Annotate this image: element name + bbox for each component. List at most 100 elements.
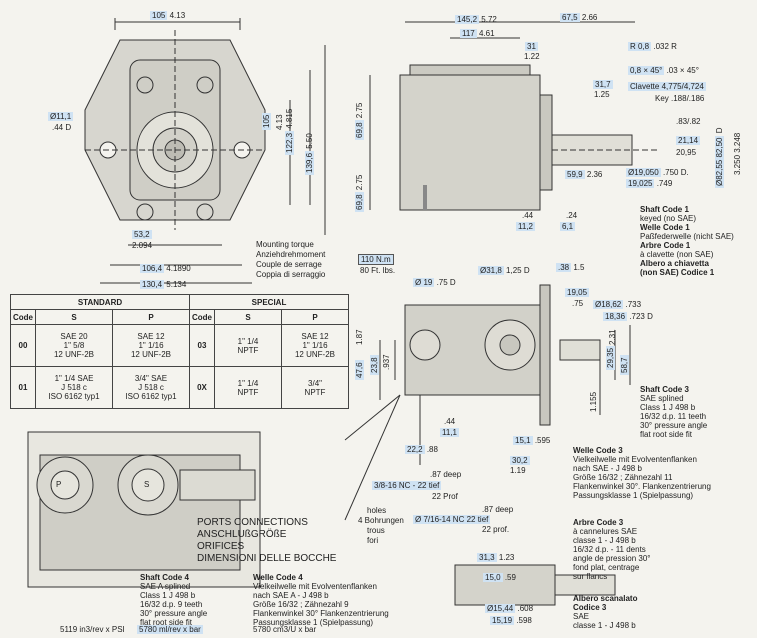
shaft-code-1-fr: à clavette (non SAE) bbox=[640, 250, 714, 259]
col-s: S bbox=[35, 309, 113, 325]
shaft-length-dim: 67,5 2.66 bbox=[560, 13, 598, 22]
list-item: classe 1 - J 498 b bbox=[573, 621, 636, 630]
list-item: sur flancs bbox=[573, 572, 608, 581]
rear-h151-dim: 15,1 .595 bbox=[513, 436, 551, 445]
rear-h111-in: .44 bbox=[444, 417, 456, 426]
rear-h222-dim: 22,2 .88 bbox=[405, 445, 438, 454]
rear-v2935: 29,35 bbox=[606, 345, 615, 370]
thread2-spec: Ø 7/16-14 NC 22 tief bbox=[413, 515, 491, 524]
rear-v1155: 1.155 bbox=[589, 391, 598, 412]
rear-v231: 2.31 bbox=[608, 329, 617, 345]
rear-v937: .937 bbox=[382, 354, 391, 370]
table-cell: 01 bbox=[10, 366, 36, 409]
shaft-code-1-en: keyed (no SAE) bbox=[640, 214, 697, 223]
pilot-dim: 53,2 bbox=[132, 230, 152, 239]
table-row: 01 1" 1/4 SAE J 518 c ISO 6162 typ1 3/4"… bbox=[10, 366, 349, 409]
chamfer-dim: 0,8 × 45° .03 × 45° bbox=[628, 66, 699, 75]
small-dim-in: .44 bbox=[522, 211, 534, 220]
step-dim: 31 bbox=[525, 42, 538, 51]
thread1-prof: 22 Prof bbox=[432, 492, 458, 501]
height-b-dim: 122,3 4.815 bbox=[285, 108, 294, 155]
table-cell: 3/4" SAE J 518 c ISO 6162 typ1 bbox=[112, 366, 190, 409]
small2-dim: 6,1 bbox=[560, 222, 576, 231]
holes-label-en: holes bbox=[367, 506, 387, 515]
side-length-dim: 145,2 5.72 bbox=[455, 15, 497, 24]
shaft-code-3-title: Shaft Code 3 bbox=[640, 385, 689, 394]
table-cell: 0X bbox=[189, 366, 215, 409]
shaft-code-4-en: Shaft Code 4 SAE A splined Class 1 J 498… bbox=[140, 573, 207, 627]
key-label: Key .188/.186 bbox=[655, 94, 705, 103]
thread2-deep: .87 deep bbox=[482, 505, 514, 514]
list-item: 30° pressure angle bbox=[140, 609, 208, 618]
list-item: 16/32 d.p. 11 teeth bbox=[640, 412, 707, 421]
shaft-code-3-it: Albero scanalato Codice 3 SAE classe 1 -… bbox=[573, 594, 637, 630]
shaft-code-1-block: Shaft Code 1 keyed (no SAE) Welle Code 1… bbox=[640, 205, 734, 277]
list-item: Vielkeilwelle mit Evolventenflanken bbox=[253, 582, 377, 591]
shaft-code-3-title-fr: Arbre Code 3 bbox=[573, 518, 624, 527]
shaft-code-4-de: Welle Code 4 Vielkeilwelle mit Evolvente… bbox=[253, 573, 389, 627]
table-col-header: Code S P Code S P bbox=[10, 309, 349, 325]
list-item: Größe 16/32 ; Zähnezahl 9 bbox=[253, 600, 349, 609]
rear-v238: 23,8 bbox=[370, 355, 379, 375]
col-code-2: Code bbox=[189, 309, 215, 325]
thread1-deep: .87 deep bbox=[430, 470, 462, 479]
list-item: Vielkeilwelle mit Evolventenflanken bbox=[573, 455, 697, 464]
displacement-ml: 5780 ml/rev x bar bbox=[137, 625, 203, 634]
rear-h302-in: 1.19 bbox=[510, 466, 526, 475]
table-cell: 00 bbox=[10, 324, 36, 367]
key-length-dim: 31,7 bbox=[593, 80, 613, 89]
shaft-dia-dim: Ø19,050 .750 D. bbox=[626, 168, 689, 177]
bolt-hole-dim: Ø11,1 bbox=[48, 112, 74, 121]
shaft-code-3-fr: Arbre Code 3 à cannelures SAE classe 1 -… bbox=[573, 518, 650, 581]
small2-dim-in: .24 bbox=[566, 211, 578, 220]
group-special: SPECIAL bbox=[189, 294, 349, 310]
ports-legend-fr: ORIFICES bbox=[197, 541, 245, 552]
list-item: angle de pression 30° bbox=[573, 554, 651, 563]
pilot-in: 2.094 bbox=[132, 241, 153, 250]
list-item: nach SAE A - J 498 b bbox=[253, 591, 329, 600]
torque-value-alt: 80 Ft. lbs. bbox=[360, 266, 396, 275]
rear-port-dim: Ø 19 .75 D bbox=[413, 278, 456, 287]
span-dim: 106,4 4.1890 bbox=[140, 264, 191, 273]
shaft-code-1-title-de: Welle Code 1 bbox=[640, 223, 690, 232]
rear-h111-dim: 11,1 bbox=[440, 428, 459, 437]
table-cell: SAE 20 1" 5/8 12 UNF-2B bbox=[35, 324, 113, 367]
shaft-code-3-de: Welle Code 3 Vielkeilwelle mit Evolvente… bbox=[573, 446, 711, 500]
rear-dia-dim: Ø31,8 1,25 D bbox=[478, 266, 530, 275]
list-item: SAE A splined bbox=[140, 582, 191, 591]
h2-dim: 69,8 2.75 bbox=[355, 174, 364, 212]
table-cell: 1" 1/4 NPTF bbox=[214, 366, 282, 409]
col-s-2: S bbox=[214, 309, 282, 325]
list-item: nach SAE - J 498 b bbox=[573, 464, 642, 473]
table-cell: 1" 1/4 SAE J 518 c ISO 6162 typ1 bbox=[35, 366, 113, 409]
list-item: Flankenwinkel 30° Flankenzentrierung bbox=[253, 609, 389, 618]
key-depth: .83/.82 bbox=[676, 117, 701, 126]
list-item: Flankenwinkel 30°. Flankenzentrierung bbox=[573, 482, 711, 491]
rear-v587: 58,7 bbox=[620, 355, 629, 375]
shaft-dia-dim2: 19,025 .749 bbox=[626, 179, 673, 188]
pilot-dia-in: 3.250 3.248 bbox=[733, 132, 742, 175]
body-length-dim: 117 4.61 bbox=[460, 29, 495, 38]
rear-h302-dim: 30,2 bbox=[510, 456, 530, 465]
shaft-code-1-de: Paßfederwelle (nicht SAE) bbox=[640, 232, 734, 241]
list-item: SAE splined bbox=[640, 394, 684, 403]
torque-label-en: Mounting torque bbox=[256, 240, 314, 249]
list-item: classe 1 - J 498 b bbox=[573, 536, 636, 545]
rear-1905-in: .75 bbox=[572, 299, 584, 308]
list-item: 16/32 d.p. - 11 dents bbox=[573, 545, 646, 554]
displacement-in: 5119 in3/rev x PSI bbox=[60, 625, 125, 634]
torque-label-it: Coppia di serraggio bbox=[256, 270, 326, 279]
list-item: fond plat, centrage bbox=[573, 563, 640, 572]
key-length-in: 1.25 bbox=[594, 90, 610, 99]
radius-dim: R 0,8 .032 R bbox=[628, 42, 677, 51]
height-c-dim: 139,6 5.50 bbox=[305, 133, 314, 175]
shaft-code-3-title-it: Albero scanalato bbox=[573, 594, 638, 603]
list-item: SAE bbox=[573, 612, 590, 621]
list-item: Passungsklasse 1 (Spielpassung) bbox=[573, 491, 694, 500]
rear-1862-dim: Ø18,62 .733 bbox=[593, 300, 642, 309]
front-width-dim: 105 4.13 bbox=[150, 11, 186, 20]
port-s-label: S bbox=[144, 480, 150, 489]
rear-1905-dim: 19,05 bbox=[565, 288, 590, 297]
list-item: Größe 16/32 ; Zähnezahl 11 bbox=[573, 473, 673, 482]
